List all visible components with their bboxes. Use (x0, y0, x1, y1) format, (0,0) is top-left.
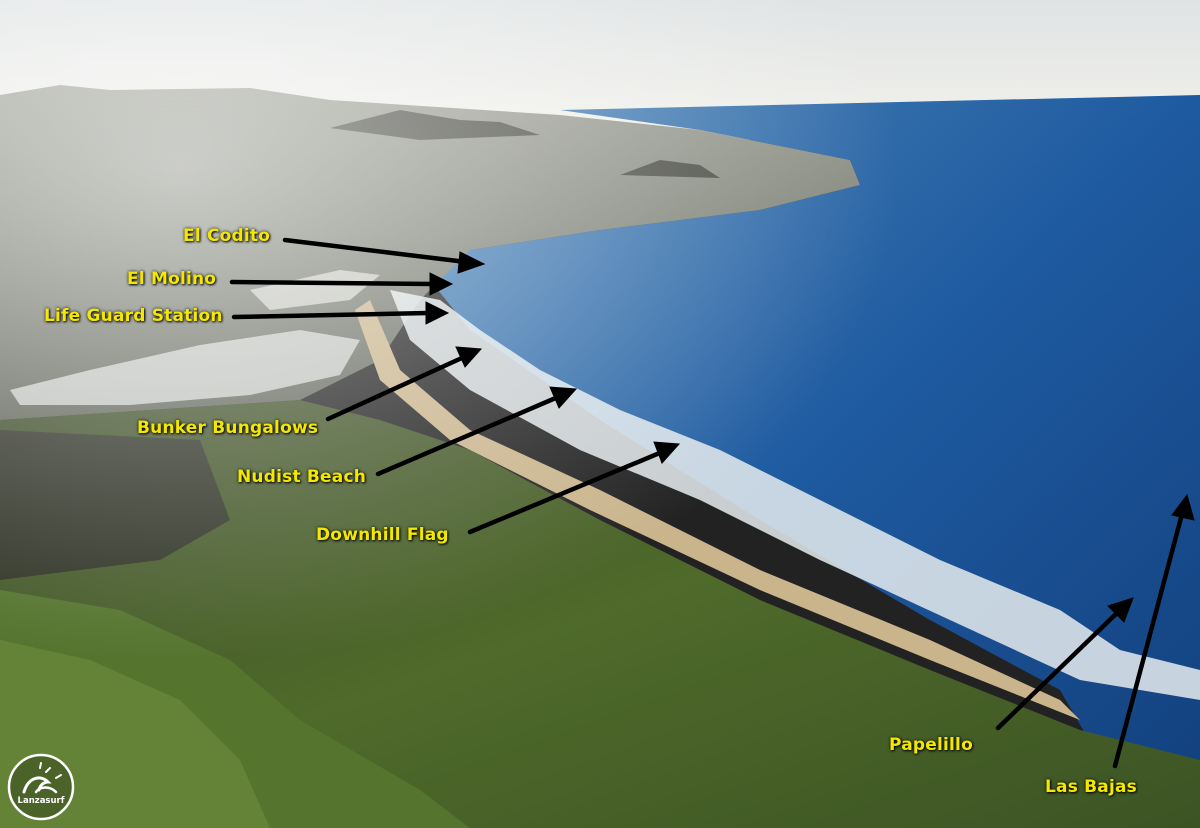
arrow-el-molino-head (429, 272, 454, 296)
arrow-life-guard-head (425, 301, 450, 325)
arrow-papelillo-head (1107, 597, 1134, 623)
label-el-molino: El Molino (127, 269, 217, 289)
arrow-papelillo (995, 609, 1121, 731)
arrow-el-codito-head (457, 251, 486, 274)
arrow-nudist-head (549, 386, 578, 409)
lanzasurf-logo: Lanzasurf (6, 752, 76, 822)
label-las-bajas: Las Bajas (1045, 777, 1137, 797)
arrows (229, 237, 1195, 769)
label-el-codito: El Codito (183, 226, 271, 246)
arrow-life-guard (231, 310, 431, 320)
logo-text: Lanzasurf (17, 796, 65, 806)
arrow-el-codito (282, 237, 469, 265)
label-bunker-bungalows: Bunker Bungalows (137, 418, 319, 438)
arrow-el-molino (229, 279, 435, 287)
arrow-bunker-head (455, 346, 483, 368)
label-downhill-flag: Downhill Flag (316, 525, 449, 545)
label-life-guard-station: Life Guard Station (44, 306, 223, 326)
arrow-bunker (325, 354, 467, 422)
label-papelillo: Papelillo (889, 735, 973, 755)
arrow-las-bajas (1112, 511, 1185, 769)
arrow-downhill-head (653, 441, 681, 464)
label-nudist-beach: Nudist Beach (237, 467, 367, 487)
arrow-nudist (375, 394, 561, 477)
arrow-las-bajas-head (1171, 493, 1195, 521)
logo-badge-icon (7, 753, 75, 821)
arrow-downhill (467, 449, 665, 535)
